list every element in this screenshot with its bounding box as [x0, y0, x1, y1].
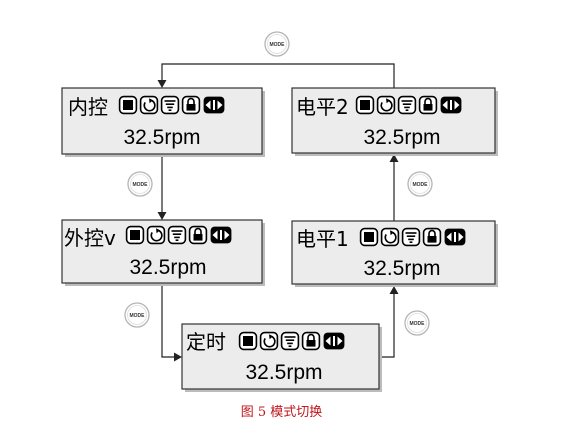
mode-title: 电平1	[296, 227, 349, 251]
mode-title: 定时	[186, 330, 226, 354]
connector-timer-to-level1	[380, 294, 395, 358]
mode-box-level2: 电平2 32.5rpm	[291, 87, 498, 156]
rotate-icon	[376, 95, 396, 115]
status-icons	[359, 227, 466, 247]
mode-title: 电平2	[296, 95, 349, 119]
status-icons	[118, 95, 225, 115]
direction-icon	[323, 332, 345, 350]
filter-icon	[167, 225, 187, 245]
filter-icon	[401, 227, 421, 247]
stop-icon	[238, 331, 258, 351]
mode-button-label: MODE	[413, 182, 429, 188]
speed-readout: 32.5rpm	[363, 126, 440, 149]
mode-box-external: 外控v 32.5rpm	[61, 219, 265, 286]
arrowhead	[389, 154, 399, 162]
figure-caption: 图 5 模式切换	[240, 405, 323, 420]
mode-button-left-2: MODE	[124, 302, 150, 328]
stop-icon	[359, 227, 379, 247]
lock-icon	[418, 95, 438, 115]
mode-button-label: MODE	[270, 42, 286, 48]
status-icons	[238, 331, 345, 351]
connector-external-to-timer	[161, 284, 174, 358]
speed-readout: 32.5rpm	[363, 257, 440, 280]
filter-icon	[160, 95, 180, 115]
rotate-icon	[146, 225, 166, 245]
mode-box-timer: 定时 32.5rpm	[181, 323, 382, 392]
speed-readout: 32.5rpm	[123, 126, 200, 149]
mode-button-right-2: MODE	[404, 310, 430, 336]
filter-icon	[280, 331, 300, 351]
mode-button-label: MODE	[410, 321, 426, 327]
arrowhead	[157, 80, 167, 88]
stop-icon	[355, 95, 375, 115]
mode-button-label: MODE	[130, 313, 146, 319]
speed-readout: 32.5rpm	[129, 256, 206, 279]
rotate-icon	[259, 331, 279, 351]
mode-button-left-1: MODE	[127, 171, 153, 197]
filter-icon	[397, 95, 417, 115]
connector-level2-to-internal	[161, 63, 395, 88]
mode-box-internal: 内控 32.5rpm	[61, 87, 265, 157]
direction-icon	[203, 96, 225, 114]
status-icons	[125, 225, 232, 245]
stop-icon	[118, 95, 138, 115]
lock-icon	[188, 225, 208, 245]
mode-title: 外控v	[64, 226, 116, 250]
direction-icon	[444, 228, 466, 246]
lock-icon	[422, 227, 442, 247]
lock-icon	[181, 95, 201, 115]
stop-icon	[125, 225, 145, 245]
mode-box-level1: 电平1 32.5rpm	[291, 220, 498, 287]
rotate-icon	[380, 227, 400, 247]
lock-icon	[301, 331, 321, 351]
direction-icon	[440, 96, 462, 114]
arrowhead	[157, 212, 167, 220]
direction-icon	[210, 226, 232, 244]
mode-title: 内控	[68, 95, 108, 119]
rotate-icon	[139, 95, 159, 115]
arrowhead	[389, 286, 399, 294]
arrowhead	[174, 352, 182, 362]
connectors	[157, 63, 399, 362]
status-icons	[355, 95, 462, 115]
mode-button-top: MODE	[264, 31, 290, 57]
mode-button-label: MODE	[133, 182, 149, 188]
speed-readout: 32.5rpm	[245, 361, 322, 384]
mode-button-right-1: MODE	[407, 171, 433, 197]
